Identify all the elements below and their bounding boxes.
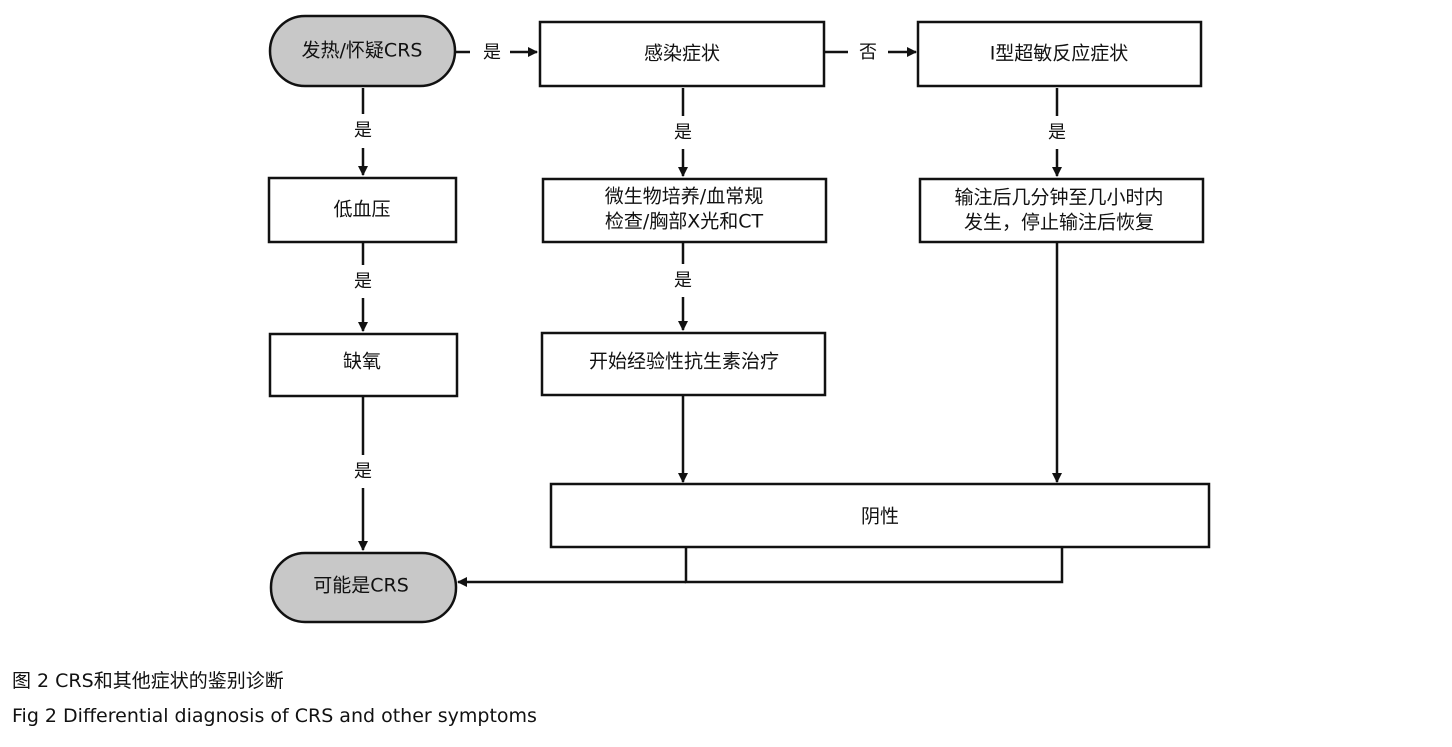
node-possible-crs: 可能是CRS [269, 551, 458, 624]
node-hypotension-label: 低血压 [333, 199, 390, 221]
node-tests-label-line1: 微生物培养/血常规 [605, 186, 763, 208]
figure-caption-english: Fig 2 Differential diagnosis of CRS and … [12, 705, 537, 727]
node-fever-suspected-crs: 发热/怀疑CRS [268, 14, 457, 88]
node-hypersensitivity-label: I型超敏反应症状 [990, 43, 1129, 65]
node-antibiotics-label: 开始经验性抗生素治疗 [589, 351, 779, 373]
edges: 是 否 是 是 是 是 是 是 [354, 42, 1066, 587]
node-infection-symptoms: 感染症状 [538, 20, 826, 88]
figure-caption-chinese: 图 2 CRS和其他症状的鉴别诊断 [12, 670, 284, 692]
edge-label-infection-tests: 是 [674, 122, 692, 143]
node-tests-label-line2: 检查/胸部X光和CT [605, 211, 764, 233]
edge-negative-to-possible-crs [684, 548, 1064, 584]
edge-label-hypoxia-possible-crs: 是 [354, 461, 372, 482]
flowchart: 是 否 是 是 是 是 是 是 [267, 14, 1211, 624]
node-infection-label: 感染症状 [644, 43, 720, 65]
edge-label-fever-infection: 是 [483, 42, 501, 63]
node-empirical-antibiotics: 开始经验性抗生素治疗 [540, 331, 827, 397]
node-microbial-culture-tests: 微生物培养/血常规 检查/胸部X光和CT [541, 177, 828, 244]
node-infusion-label-line1: 输注后几分钟至几小时内 [954, 187, 1163, 209]
edge-label-fever-hypotension: 是 [354, 120, 372, 141]
node-negative: 阴性 [549, 482, 1211, 549]
node-hypoxia-label: 缺氧 [343, 351, 381, 373]
node-negative-label: 阴性 [861, 506, 899, 528]
node-hypoxia: 缺氧 [268, 332, 459, 398]
node-infusion-onset-recovery: 输注后几分钟至几小时内 发生，停止输注后恢复 [918, 177, 1205, 244]
node-fever-label: 发热/怀疑CRS [302, 40, 423, 62]
node-type1-hypersensitivity-symptoms: I型超敏反应症状 [916, 20, 1203, 88]
edge-label-hypersensitivity-infusion: 是 [1048, 122, 1066, 143]
node-infusion-label-line2: 发生，停止输注后恢复 [964, 212, 1154, 234]
node-possible-crs-label: 可能是CRS [313, 575, 409, 597]
edge-label-tests-antibiotics: 是 [674, 270, 692, 291]
node-hypotension: 低血压 [267, 176, 458, 244]
nodes: 发热/怀疑CRS 感染症状 I型超敏反应症状 低血压 微生物培养/血常规 检查/… [267, 14, 1211, 624]
edge-label-infection-hypersensitivity: 否 [859, 42, 877, 63]
edge-label-hypotension-hypoxia: 是 [354, 271, 372, 292]
